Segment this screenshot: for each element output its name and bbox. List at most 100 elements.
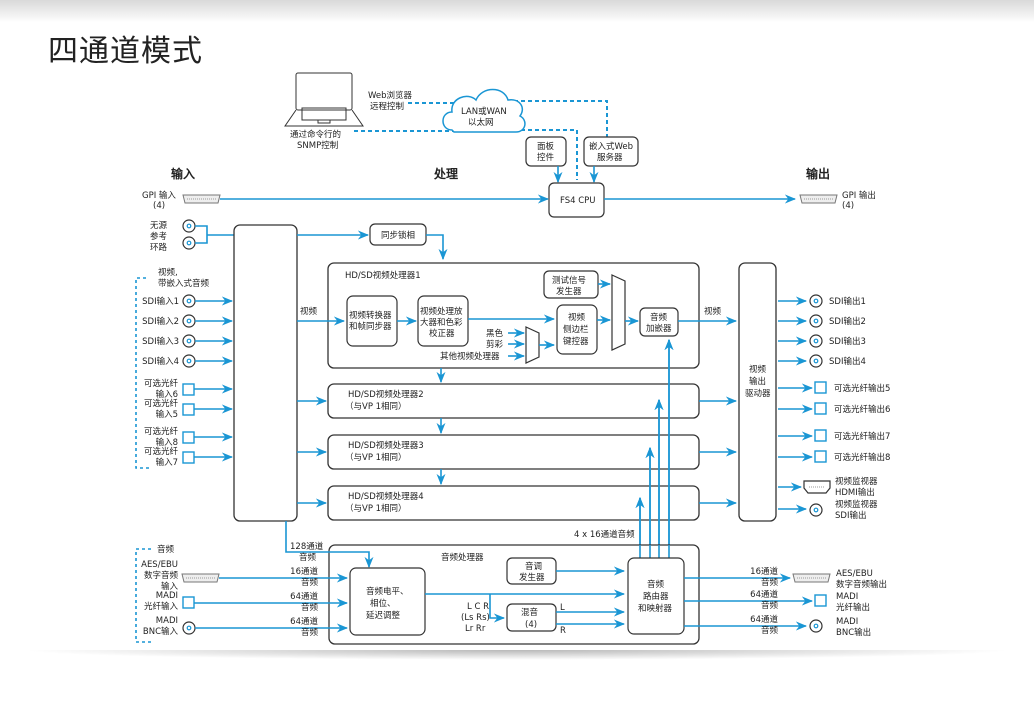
- svg-text:混音: 混音: [521, 607, 539, 618]
- ref-bnc-icon: [182, 219, 196, 250]
- svg-text:和帧同步器: 和帧同步器: [349, 321, 392, 332]
- svg-text:侧边栏: 侧边栏: [563, 324, 589, 335]
- sdi-input-bnc-icon: [182, 314, 196, 328]
- fiber-output-label: 可选光纤输出8: [834, 452, 890, 463]
- fiber-input-label: 输入6: [156, 389, 178, 400]
- svg-text:面板: 面板: [537, 141, 555, 152]
- madi-bnc-output-icon: [809, 619, 823, 633]
- audio-output-channels: 音频: [761, 600, 779, 611]
- fiber-input-icon: [182, 431, 195, 444]
- audio-output-channels: 64通道: [750, 614, 778, 625]
- sdi-input-label: SDI输入2: [142, 316, 179, 327]
- fiber-input-label: 可选光纤: [144, 378, 179, 389]
- vp-box-3: HD/SD视频处理器3（与VP 1相同）: [327, 434, 700, 470]
- svg-text:视频转换器: 视频转换器: [349, 310, 392, 321]
- audio-output-label: 光纤输出: [836, 602, 870, 613]
- svg-text:嵌入式Web: 嵌入式Web: [589, 141, 633, 152]
- svg-text:视频处理放: 视频处理放: [420, 306, 463, 317]
- mux-input-clip: 剪彩: [486, 339, 504, 350]
- madi-fiber-input-icon: [182, 596, 195, 609]
- audio-input-channels: 16通道: [290, 566, 318, 577]
- sdi-output-label: SDI输出4: [829, 356, 866, 367]
- ch128-label-1: 128通道: [290, 541, 324, 552]
- web-remote-label-2: 远程控制: [370, 101, 404, 112]
- panel-controls-box: 面板 控件: [525, 136, 567, 167]
- page-title: 四通道模式: [48, 34, 203, 69]
- audio-level-box: 音频电平、 相位、 延迟调整: [349, 567, 426, 636]
- vp-title: HD/SD视频处理器4: [348, 491, 424, 502]
- aes-input-connector-icon: [181, 573, 220, 583]
- top-band: [0, 0, 1034, 22]
- fiber-output-icon: [814, 450, 827, 463]
- video-mux-small: [525, 326, 540, 364]
- audio-router-box: 音频 路由器 和映射器: [627, 557, 685, 635]
- fiber-input-icon: [182, 383, 195, 396]
- sdi-output-label: SDI输出2: [829, 316, 866, 327]
- test-signal-box: 测试信号 发生器: [543, 270, 599, 299]
- output-driver-box: [738, 262, 777, 522]
- audio-internal-lines: [425, 566, 626, 629]
- sdi-output-bnc-icon: [809, 314, 823, 328]
- audio-input-label: 光纤输入: [144, 601, 179, 612]
- genlock-to-vp1-line: [426, 234, 448, 261]
- sdi-input-label: SDI输入3: [142, 336, 179, 347]
- vp-note: （与VP 1相同）: [345, 503, 407, 514]
- audio-input-channels: 音频: [301, 602, 319, 613]
- svg-text:相位、: 相位、: [370, 598, 396, 609]
- sdi-output-bnc-icon: [809, 334, 823, 348]
- fiber-output-icon: [814, 381, 827, 394]
- cloud-label-1: LAN或WAN: [461, 106, 507, 117]
- audio-4x16-label: 4 x 16通道音频: [574, 529, 635, 540]
- svg-text:校正器: 校正器: [429, 328, 455, 339]
- vp-note: （与VP 1相同）: [345, 401, 407, 412]
- audio-output-channels: 音频: [761, 625, 779, 636]
- embedder-box: 音频 加嵌器: [639, 307, 679, 337]
- video-input-group-1: 视频,: [158, 267, 178, 278]
- madi-bnc-input-icon: [182, 621, 196, 635]
- gpi-input-count: (4): [153, 201, 165, 211]
- fiber-output-label: 可选光纤输出7: [834, 431, 890, 442]
- fiber-input-icon: [182, 403, 195, 416]
- sdi-output-label: SDI输出1: [829, 296, 866, 307]
- sdi-output-bnc-icon: [809, 294, 823, 308]
- gpi-input-label: GPI 输入: [142, 190, 176, 201]
- audio-input-bracket: [135, 548, 151, 643]
- gpi-output-count: (4): [842, 201, 854, 211]
- sdi-input-label: SDI输入1: [142, 296, 179, 307]
- gpi-output-label: GPI 输出: [842, 190, 876, 201]
- audio-processor-title: 音频处理器: [441, 552, 484, 563]
- converter-box: 视频转换器 和帧同步器: [346, 295, 398, 347]
- svg-text:和映射器: 和映射器: [638, 603, 673, 614]
- sdi-monitor-label-1: 视频监视器: [835, 499, 878, 510]
- svg-text:测试信号: 测试信号: [552, 275, 586, 286]
- svg-text:FS4 CPU: FS4 CPU: [560, 196, 596, 206]
- snmp-label-1: 通过命令行的: [290, 129, 341, 140]
- gpi-output-connector-icon: [799, 194, 838, 204]
- output-driver-2: 输出: [749, 376, 766, 387]
- svg-text:路由器: 路由器: [643, 591, 669, 602]
- sdi-monitor-bnc-icon: [809, 503, 823, 517]
- vp-title: HD/SD视频处理器3: [348, 440, 424, 451]
- ch128-line: [285, 521, 374, 569]
- cpu-control-arrows: [553, 166, 599, 184]
- audio-input-channels: 64通道: [290, 591, 318, 602]
- audio-output-label: MADI: [836, 592, 858, 602]
- svg-text:发生器: 发生器: [556, 286, 582, 297]
- ref-label-3: 环路: [150, 242, 168, 253]
- vp-title: HD/SD视频处理器2: [348, 389, 424, 400]
- fiber-input-label: 输入5: [156, 409, 178, 420]
- genlock-box: 同步锁相: [369, 223, 427, 246]
- ref-label-1: 无源: [150, 221, 168, 231]
- svg-text:音频: 音频: [647, 579, 665, 590]
- ref-loop-line: [195, 225, 234, 244]
- mix-box: 混音 (4): [506, 603, 557, 632]
- audio-output-label: 数字音频输出: [836, 579, 887, 590]
- audio-input-label: BNC输入: [143, 626, 179, 637]
- svg-text:键控器: 键控器: [563, 336, 589, 347]
- section-processing: 处理: [433, 166, 458, 181]
- proc-amp-box: 视频处理放 大器和色彩 校正器: [417, 295, 469, 347]
- sdi-input-bnc-icon: [182, 294, 196, 308]
- hdmi-monitor-label-1: 视频监视器: [835, 476, 878, 487]
